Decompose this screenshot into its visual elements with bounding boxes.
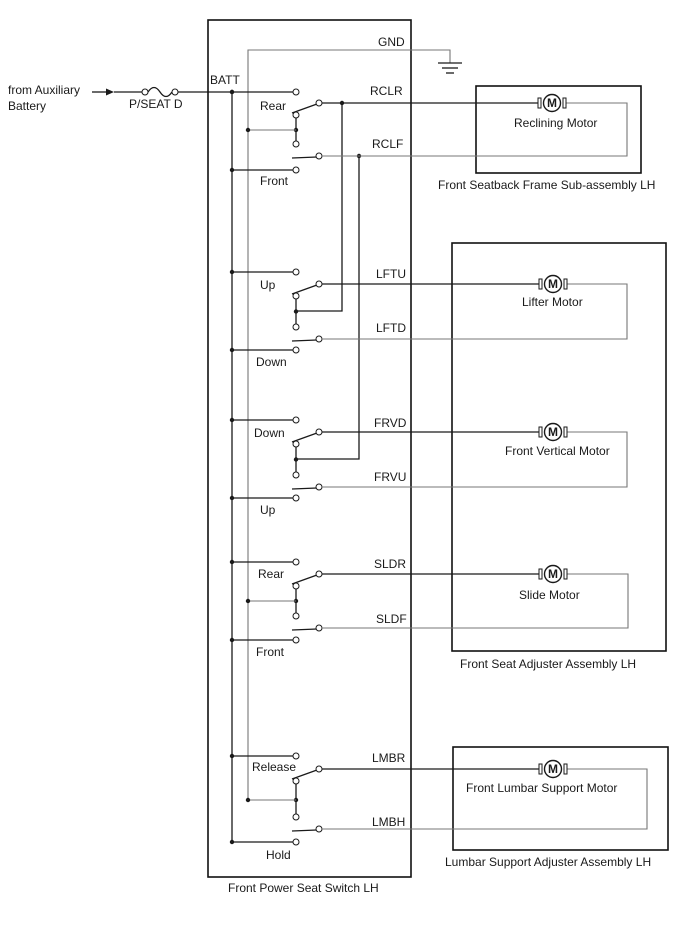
switch-groups: M M M M M [229,88,648,846]
lumbar-assembly-label: Lumbar Support Adjuster Assembly LH [445,855,651,869]
motor-symbol-2: M [548,425,558,439]
switch-group-4: M [229,752,648,846]
contact-a-2 [292,416,300,424]
motor-icon-3: M [538,564,568,584]
switch-group-2: M [229,416,628,502]
gnd-label: GND [378,35,405,49]
ground-circuit: GND [247,35,462,800]
motor-icon-2: M [538,422,568,442]
switch-0-pos-a: Rear [260,99,286,113]
motor-label-reclining: Reclining Motor [514,116,597,130]
motor-label-slide: Slide Motor [519,588,580,602]
motor-label-front-vertical: Front Vertical Motor [505,444,610,458]
lumbar-assembly-box [452,746,669,851]
contact-b-4 [292,838,300,846]
contact-a-4 [292,752,300,760]
switch-blade-a-2 [291,432,318,443]
motor-icon-0: M [537,93,567,113]
motor-symbol-1: M [548,277,558,291]
adjuster-assembly-label: Front Seat Adjuster Assembly LH [460,657,636,671]
motor-label-lumbar: Front Lumbar Support Motor [466,781,617,795]
switch-1-pos-b: Down [256,355,287,369]
switch-blade-b-0 [291,156,318,159]
switch-4-term-b: LMBH [372,815,405,829]
switch-0-term-a: RCLR [370,84,403,98]
adjuster-assembly-box [451,242,667,652]
contact-b-0 [292,166,300,174]
fuse-label: P/SEAT D [129,97,183,111]
switch-assembly-label: Front Power Seat Switch LH [228,881,379,895]
switch-1-term-b: LFTD [376,321,406,335]
switch-2-term-b: FRVU [374,470,406,484]
switch-blade-a-3 [291,574,318,585]
motor-icon-4: M [538,759,568,779]
fuse-icon [147,86,173,98]
motor-symbol-4: M [548,762,558,776]
motor-symbol-0: M [547,96,557,110]
motor-label-lifter: Lifter Motor [522,295,583,309]
switch-2-term-a: FRVD [374,416,407,430]
switch-group-0: M [229,88,628,174]
switch-assembly-box [207,19,412,878]
contact-b-3 [292,636,300,644]
contact-a-0 [292,88,300,96]
seatback-assembly-label: Front Seatback Frame Sub-assembly LH [438,178,655,192]
fuse-terminal-left [141,88,149,96]
switch-3-pos-b: Front [256,645,285,659]
switch-0-term-b: RCLF [372,137,403,151]
contact-b-1 [292,346,300,354]
fuse-terminal-right [171,88,179,96]
source-label-line1: from Auxiliary [8,83,80,97]
switch-blade-b-3 [291,628,318,631]
contact-a-3 [292,558,300,566]
power-source: from Auxiliary Battery P/SEAT D BATT [8,73,240,113]
switch-4-pos-a: Release [252,760,296,774]
cross-link-vertical-recline [296,156,360,460]
switch-1-term-a: LFTU [376,267,406,281]
seatback-assembly-box [475,85,642,174]
switch-3-term-a: SLDR [374,557,406,571]
switch-0-pos-b: Front [260,174,289,188]
batt-label: BATT [210,73,240,87]
source-label-line2: Battery [8,99,46,113]
switch-4-term-a: LMBR [372,751,406,765]
arrow-icon [106,88,114,96]
switch-3-pos-a: Rear [258,567,284,581]
switch-2-pos-b: Up [260,503,276,517]
switch-group-1: M [229,268,628,354]
switch-labels: Rear Front RCLR RCLF Reclining Motor Up … [252,84,617,862]
switch-4-pos-b: Hold [266,848,291,862]
switch-3-term-b: SLDF [376,612,407,626]
switch-blade-a-0 [291,103,318,114]
motor-symbol-3: M [548,567,558,581]
switch-blade-a-4 [291,769,318,780]
switch-blade-b-2 [291,487,318,490]
switch-1-pos-a: Up [260,278,276,292]
contact-a-1 [292,268,300,276]
switch-blade-b-4 [291,829,318,832]
contact-b-2 [292,494,300,502]
cross-link-lifter-recline [296,103,343,312]
switch-group-3: M [229,558,629,644]
motor-icon-1: M [538,274,568,294]
switch-blade-b-1 [291,339,318,342]
switch-blade-a-1 [291,284,318,295]
switch-2-pos-a: Down [254,426,285,440]
